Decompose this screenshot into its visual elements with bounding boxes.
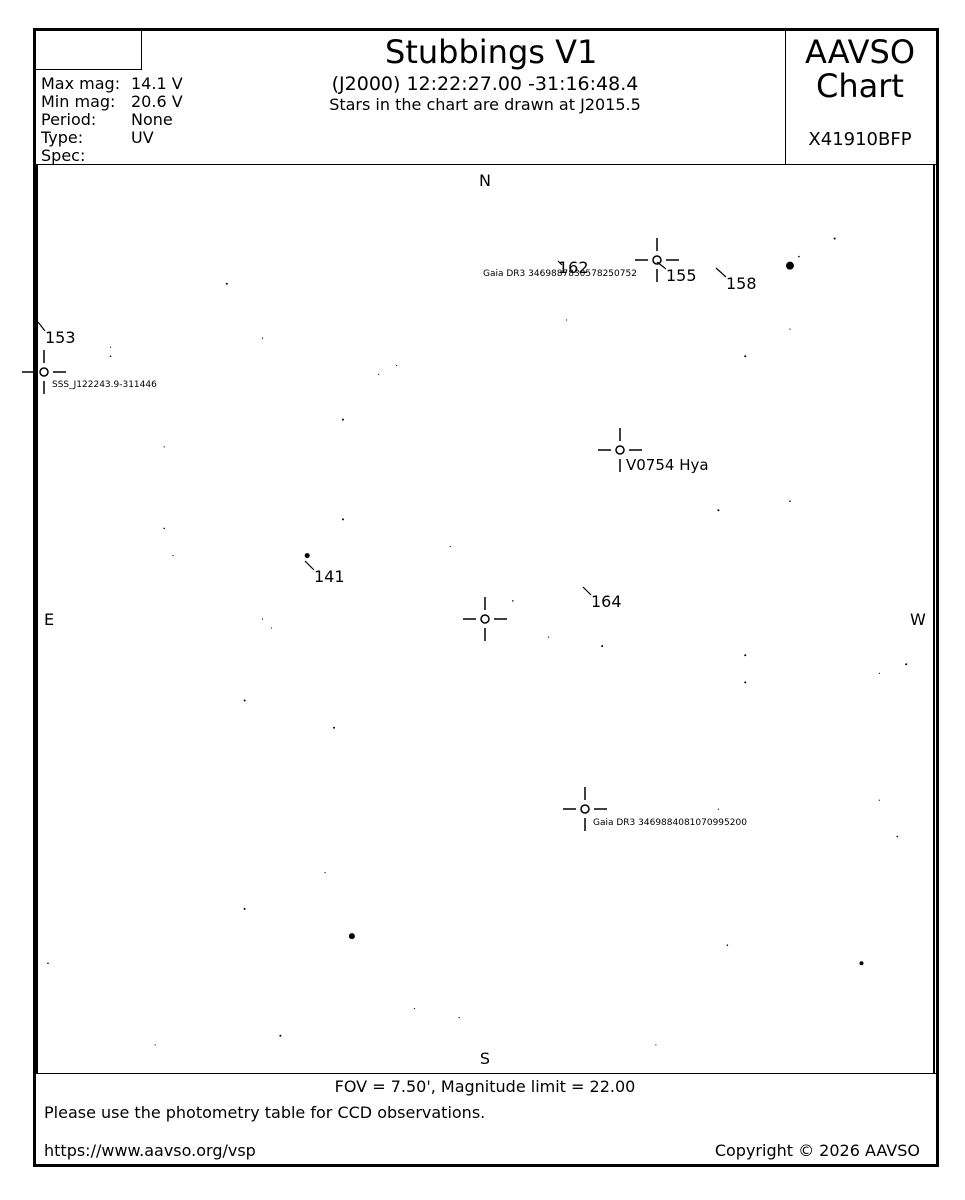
comparison-leader <box>304 560 315 571</box>
star-mark <box>878 672 880 674</box>
star-mark <box>413 1007 416 1010</box>
star-mark <box>601 645 604 648</box>
chart-frame <box>33 28 939 1167</box>
marked-object-label: V0754 Hya <box>626 456 709 474</box>
star-mark <box>324 872 326 874</box>
ccd-note: Please use the photometry table for CCD … <box>44 1103 486 1122</box>
comparison-star-label: 153 <box>45 328 76 347</box>
star-mark <box>789 328 791 330</box>
logo-box <box>36 31 142 70</box>
comparison-leader <box>715 267 727 278</box>
marked-object-label: SSS_J122243.9-311446 <box>52 380 157 390</box>
star-mark <box>163 446 165 448</box>
star-mark <box>341 418 344 421</box>
star-mark <box>896 835 899 838</box>
star-mark <box>726 944 729 946</box>
west-label: W <box>910 610 926 629</box>
spec-label: Spec: <box>41 146 86 165</box>
star-mark <box>798 255 800 258</box>
comparison-star-label: 141 <box>314 567 345 586</box>
star-mark <box>744 681 747 684</box>
epoch-note: Stars in the chart are drawn at J2015.5 <box>329 95 641 114</box>
star-mark <box>449 545 451 548</box>
star-mark <box>878 799 880 801</box>
marked-object-circle <box>652 255 662 265</box>
comparison-leader <box>37 321 46 332</box>
star-mark <box>905 663 908 666</box>
comparison-leader <box>557 260 563 266</box>
chart-title: Stubbings V1 <box>385 33 598 71</box>
marked-object-circle <box>39 367 49 377</box>
star-mark <box>717 808 720 810</box>
comparison-leader <box>582 586 592 596</box>
star-mark <box>261 618 264 620</box>
copyright: Copyright © 2026 AAVSO <box>714 1141 920 1160</box>
max-mag-value: 14.1 V <box>131 74 183 93</box>
star-mark <box>859 961 864 966</box>
field-left-border <box>36 165 38 1073</box>
star-mark <box>378 373 380 375</box>
star-mark <box>163 527 165 530</box>
chart-label: Chart <box>816 67 904 105</box>
star-mark <box>833 237 836 240</box>
comparison-star-label: 162 <box>558 258 589 277</box>
comparison-star-label: 155 <box>666 266 697 285</box>
marked-object-circle <box>580 804 590 814</box>
north-label: N <box>479 171 491 190</box>
star-mark <box>270 627 273 629</box>
type-value: UV <box>131 128 154 147</box>
comparison-leader <box>656 261 667 270</box>
star-mark <box>304 553 310 559</box>
star-mark <box>717 509 720 512</box>
star-mark <box>243 699 246 702</box>
star-mark <box>547 636 550 638</box>
star-mark <box>243 907 246 910</box>
star-mark <box>458 1017 460 1019</box>
period-label: Period: <box>41 110 97 129</box>
star-mark <box>565 319 568 321</box>
south-label: S <box>480 1049 490 1068</box>
marked-object-label: Gaia DR3 3469884081070995200 <box>593 818 747 828</box>
header-right-divider <box>785 31 786 165</box>
target-crosshair-circle <box>480 614 490 624</box>
star-mark <box>785 261 794 270</box>
star-mark <box>261 337 264 339</box>
field-right-border <box>933 165 935 1073</box>
marked-object-label: Gaia DR3 3469887830578250752 <box>483 269 637 279</box>
star-mark <box>225 282 228 285</box>
star-mark <box>333 726 336 729</box>
star-mark <box>744 654 747 657</box>
star-mark <box>512 600 514 602</box>
comparison-star-label: 158 <box>726 274 757 293</box>
target-coordinates: (J2000) 12:22:27.00 -31:16:48.4 <box>331 73 639 95</box>
star-mark <box>109 355 112 358</box>
star-mark <box>655 1044 657 1046</box>
period-value: None <box>131 110 173 129</box>
star-mark <box>154 1044 156 1046</box>
type-label: Type: <box>41 128 84 147</box>
min-mag-value: 20.6 V <box>131 92 183 111</box>
marked-object-circle <box>615 445 625 455</box>
footer-divider <box>36 1073 936 1074</box>
star-mark <box>279 1034 282 1037</box>
vsp-link[interactable]: https://www.aavso.org/vsp <box>44 1141 256 1160</box>
east-label: E <box>44 610 54 629</box>
star-mark <box>744 355 747 358</box>
star-mark <box>341 518 344 521</box>
star-mark <box>348 933 355 940</box>
aavso-label: AAVSO <box>804 33 915 71</box>
min-mag-label: Min mag: <box>41 92 116 111</box>
star-mark <box>396 364 398 366</box>
star-mark <box>109 346 112 348</box>
chart-id: X41910BFP <box>808 129 912 150</box>
star-mark <box>172 554 174 557</box>
max-mag-label: Max mag: <box>41 74 121 93</box>
star-mark <box>47 962 49 965</box>
fov-text: FOV = 7.50', Magnitude limit = 22.00 <box>334 1077 636 1096</box>
star-mark <box>789 500 791 503</box>
comparison-star-label: 164 <box>591 592 622 611</box>
header-divider <box>36 164 936 165</box>
